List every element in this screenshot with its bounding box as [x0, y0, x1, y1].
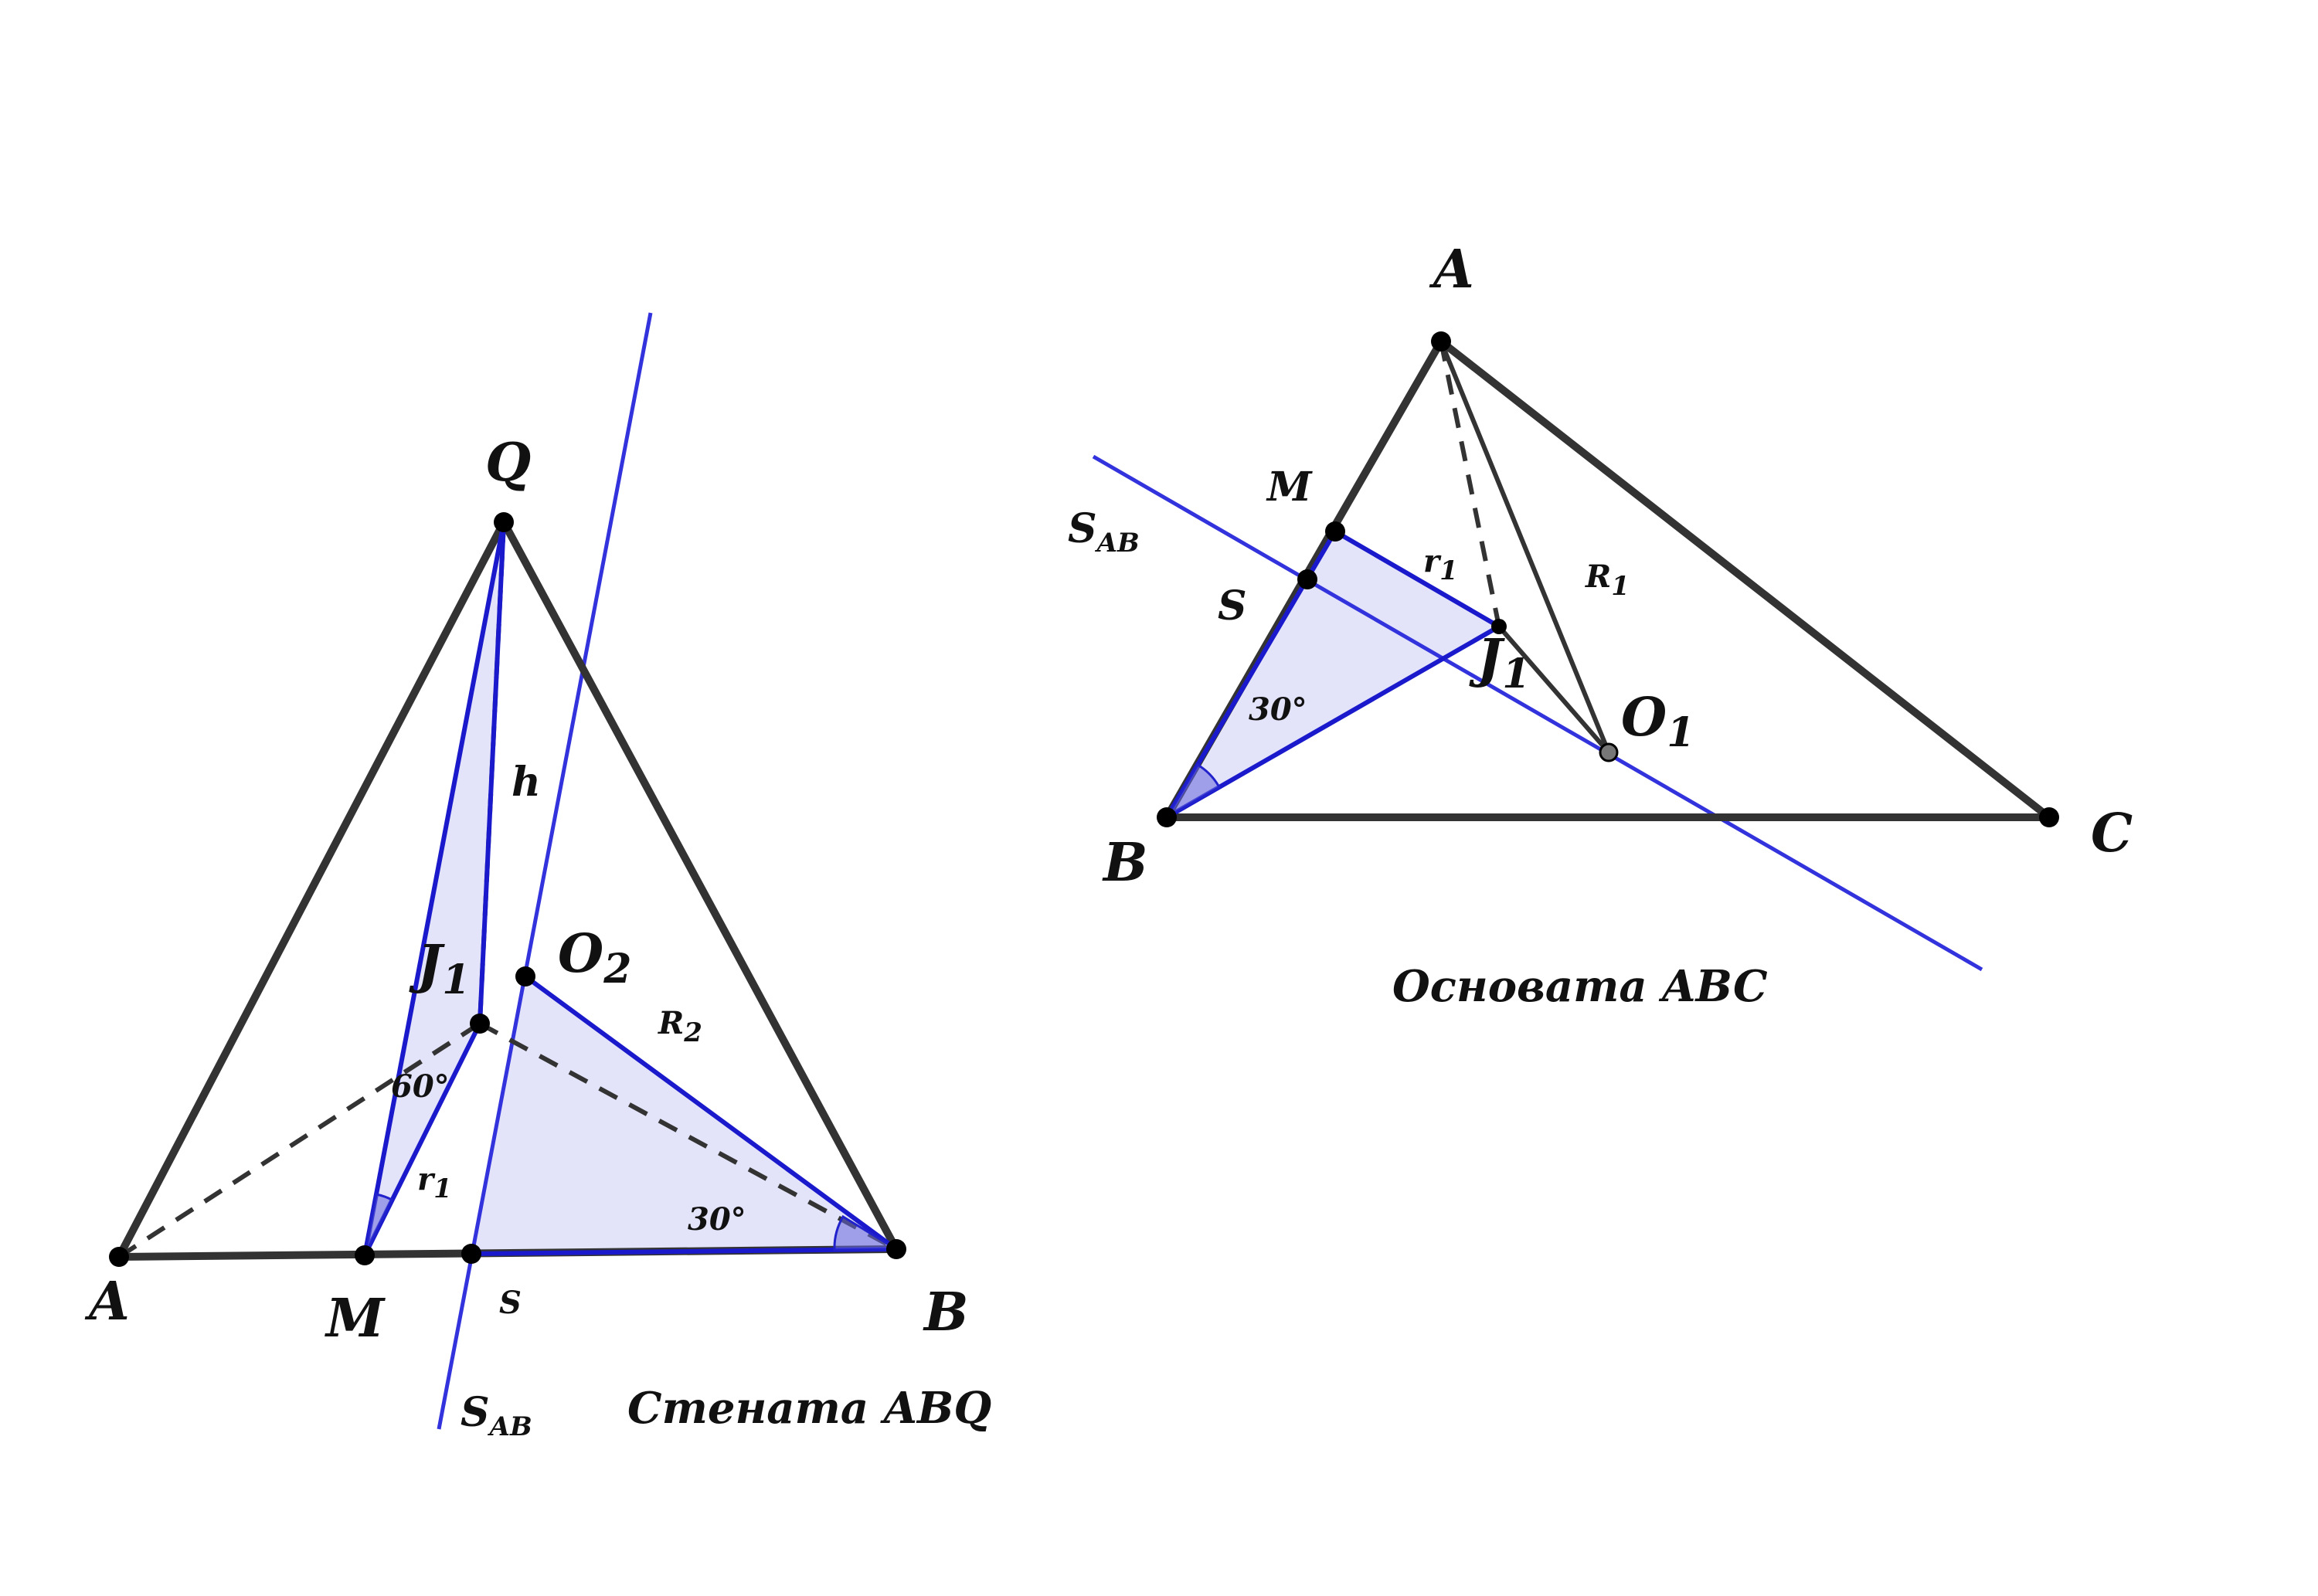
right-figure-base-abc: A B C M S r1 R1 J1 O1 30° SAB Основата A… [1068, 239, 2133, 1012]
left-point-o2 [515, 966, 535, 986]
left-dashed-aj [117, 1021, 481, 1259]
left-blue-mq [362, 521, 506, 1256]
left-blue-qj [478, 521, 506, 1024]
left-label-o2-main: O [558, 923, 603, 985]
right-point-m [1325, 521, 1345, 542]
left-label-s: S [499, 1285, 522, 1321]
right-label-s-ab: SAB [1068, 505, 1140, 559]
right-dashed-aj [1439, 341, 1501, 627]
left-blue-o2b [524, 974, 898, 1251]
right-label-angle-30: 30° [1249, 691, 1307, 728]
right-point-o1 [1599, 742, 1619, 762]
left-label-r2-main: R [658, 1005, 684, 1041]
left-label-b: B [923, 1282, 968, 1343]
right-label-j1-sub: 1 [1502, 650, 1530, 698]
left-label-q: Q [485, 432, 531, 494]
left-edge-qb [500, 518, 900, 1253]
left-figure-face-abq: Q A M S B h J1 O2 R2 r1 60° 30° SAB Стен… [84, 312, 991, 1442]
right-point-a [1431, 331, 1451, 351]
left-point-j1 [470, 1014, 490, 1034]
left-edge-aq [115, 518, 508, 1261]
left-point-b [886, 1239, 906, 1259]
left-angle-30-marker [833, 1214, 901, 1251]
right-label-s: S [1218, 582, 1247, 630]
right-label-m: M [1266, 464, 1313, 511]
left-shade-triangle-so2b [471, 976, 896, 1254]
right-label-c: C [2091, 803, 2133, 864]
left-blue-sb [471, 1247, 897, 1256]
right-angle-30-marker [1163, 762, 1222, 821]
right-label-s-ab-sub: AB [1095, 528, 1140, 559]
right-point-c [2039, 807, 2059, 827]
right-edge-ac [1437, 338, 2053, 821]
left-label-r2: R2 [658, 1005, 702, 1048]
right-blue-mj [1334, 529, 1501, 629]
left-point-m [355, 1245, 375, 1265]
left-label-o2-sub: 2 [603, 946, 631, 993]
right-segment-ao1 [1439, 340, 1611, 754]
right-label-o1-main: O [1621, 687, 1667, 749]
right-shade-region [1167, 531, 1499, 817]
left-label-a: A [84, 1271, 130, 1333]
left-dashed-jb [478, 1021, 898, 1251]
left-point-q [494, 512, 514, 532]
right-label-s-ab-main: S [1068, 505, 1097, 552]
left-label-s-ab-sub: AB [488, 1411, 532, 1442]
left-label-r1: r1 [417, 1161, 452, 1204]
right-label-big-r1: R1 [1585, 559, 1630, 602]
left-label-angle-30: 30° [688, 1201, 746, 1238]
left-label-r2-sub: 2 [683, 1017, 702, 1048]
right-label-a: A [1429, 239, 1474, 301]
right-label-r1-main: r [1423, 543, 1442, 579]
left-label-j1-sub: 1 [442, 956, 470, 1003]
left-label-s-ab-main: S [461, 1389, 490, 1436]
left-label-h: h [512, 759, 541, 806]
right-label-r1: r1 [1423, 543, 1458, 586]
left-angle-60-marker [363, 1193, 393, 1256]
right-blue-bj [1165, 624, 1501, 820]
right-point-s [1297, 569, 1317, 589]
right-label-r1-sub: 1 [1439, 555, 1458, 586]
right-point-j1 [1491, 619, 1507, 634]
right-label-o1-sub: 1 [1667, 709, 1694, 756]
right-label-o1: O1 [1621, 687, 1694, 756]
left-line-s-ab [437, 312, 653, 1430]
right-label-j1: J1 [1469, 628, 1530, 698]
right-label-b: B [1102, 832, 1147, 894]
right-label-big-r1-main: R [1585, 559, 1611, 595]
left-label-angle-60: 60° [391, 1068, 450, 1105]
left-point-s [461, 1244, 481, 1264]
left-label-s-ab: SAB [461, 1389, 532, 1442]
left-label-o2: O2 [558, 923, 631, 993]
left-label-r1-main: r [417, 1161, 436, 1197]
right-line-s-ab [1092, 454, 1983, 972]
left-label-m: M [325, 1288, 386, 1350]
left-point-a [109, 1247, 129, 1267]
left-caption: Стената ABQ [627, 1383, 991, 1434]
right-point-b [1157, 807, 1177, 827]
right-segment-j1o1 [1497, 625, 1611, 754]
left-label-r1-sub: 1 [433, 1173, 452, 1204]
right-caption: Основата ABC [1392, 961, 1768, 1012]
right-label-big-r1-sub: 1 [1611, 571, 1630, 602]
